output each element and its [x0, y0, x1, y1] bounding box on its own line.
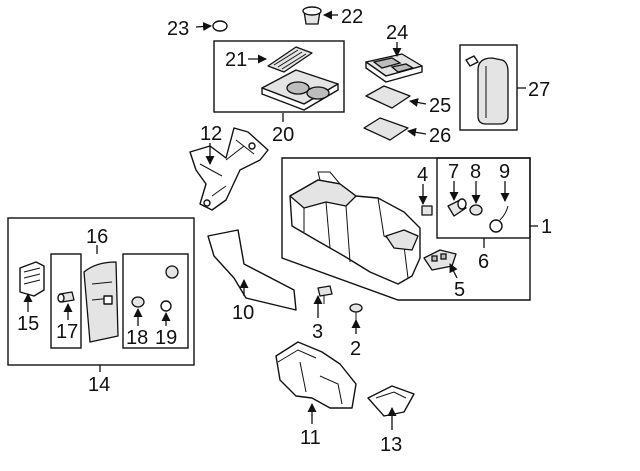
callout-9: 9	[499, 161, 510, 183]
callout-7: 7	[448, 161, 459, 183]
part-8-plug	[469, 204, 483, 216]
callout-17: 17	[56, 321, 78, 343]
callout-23: 23	[167, 18, 189, 40]
leader-23	[195, 22, 212, 32]
callout-11: 11	[300, 427, 321, 449]
part-5-switch	[423, 249, 457, 271]
group-box-14	[7, 217, 195, 366]
callout-22: 22	[341, 6, 363, 28]
part-22-plug	[302, 6, 322, 25]
callout-16: 16	[86, 226, 108, 248]
part-27-lid-pad	[465, 55, 509, 125]
part-23-cap	[212, 20, 228, 32]
group-box-16-right	[122, 253, 189, 349]
callout-18: 18	[126, 327, 148, 349]
part-24-tray	[365, 53, 423, 83]
callout-2: 2	[350, 338, 361, 360]
callout-15: 15	[17, 313, 39, 335]
part-21-mat	[267, 46, 313, 73]
group-box-16-left	[50, 253, 82, 349]
part-7-plug	[447, 198, 467, 217]
part-25-mat	[365, 85, 411, 109]
callout-24: 24	[386, 22, 408, 44]
callout-20: 20	[272, 124, 294, 146]
callout-4: 4	[417, 164, 428, 186]
callout-1: 1	[541, 216, 552, 238]
part-19-socket	[160, 265, 179, 312]
part-16-rear-panel	[83, 261, 119, 343]
leader-25	[409, 98, 427, 107]
callout-21: 21	[225, 49, 247, 71]
part-2-bolt	[349, 303, 363, 320]
part-3-bolt	[317, 285, 333, 304]
part-26-mat	[363, 117, 409, 141]
callout-3: 3	[312, 321, 323, 343]
callout-13: 13	[380, 434, 402, 456]
callout-8: 8	[470, 161, 481, 183]
part-9-socket	[489, 205, 509, 233]
part-18-plug	[131, 296, 145, 308]
callout-5: 5	[454, 279, 465, 301]
leader-26	[407, 127, 427, 137]
callout-27: 27	[528, 79, 550, 101]
part-20-cupholder	[261, 69, 339, 111]
callout-10: 10	[232, 302, 254, 324]
callout-6: 6	[478, 251, 489, 273]
part-11-bracket	[275, 341, 357, 409]
part-17-plug	[57, 291, 75, 303]
callout-19: 19	[155, 327, 177, 349]
group-box-20	[213, 40, 345, 113]
callout-12: 12	[200, 123, 222, 145]
callout-25: 25	[429, 95, 451, 117]
part-15-vent	[19, 261, 45, 297]
callout-14: 14	[88, 374, 110, 396]
part-13-bracket	[367, 385, 415, 417]
part-4-clip	[421, 205, 433, 216]
callout-26: 26	[429, 125, 451, 147]
leader-5	[449, 263, 458, 279]
part-1-console	[289, 171, 421, 285]
part-10-panel	[207, 229, 297, 311]
